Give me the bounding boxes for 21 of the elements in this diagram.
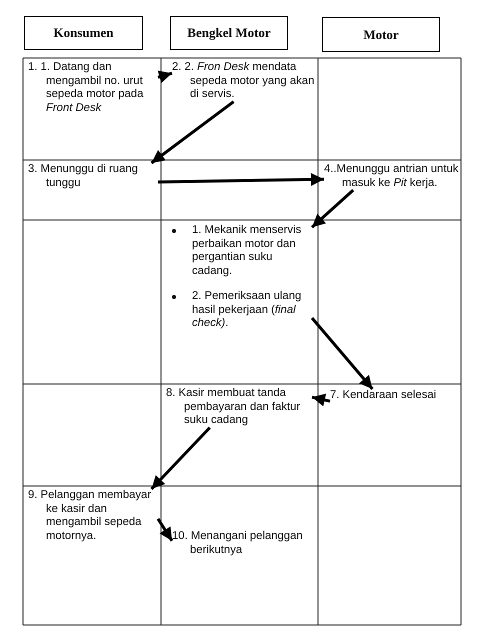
step-text: 1. Mekanik menservis perbaikan motor dan pergantian suku cadang. — [192, 224, 302, 277]
step-text: 9. Pelanggan membayar ke kasir dan mengambil sepeda motornya. — [28, 489, 158, 544]
step-text: 4..Menunggu antrian untuk masuk ke Pit kerja. — [324, 163, 470, 190]
step-text: 1. 1. Datang dan mengambil no. urut sepeda motor pada Front Desk — [28, 61, 158, 116]
lane-header: Bengkel Motor — [170, 16, 288, 50]
arrow — [150, 426, 211, 490]
arrow — [150, 100, 234, 164]
arrow — [156, 518, 174, 542]
arrow — [158, 70, 172, 84]
step-text: 2. 2. Fron Desk mendata sepeda motor yang akan di servis. — [172, 61, 326, 102]
lane-header: Motor — [322, 17, 440, 52]
step-text: 8. Kasir membuat tanda pembayaran dan faktur suku cadang — [166, 387, 312, 428]
step-text: 3. Menunggu di ruang tunggu — [28, 163, 158, 190]
arrow — [158, 172, 324, 186]
lane-header: Konsumen — [24, 16, 143, 50]
step-text: 2. Pemeriksaan ulang hasil pekerjaan (final check). — [192, 290, 302, 330]
arrow — [312, 394, 330, 406]
arrow — [310, 317, 374, 390]
arrow — [311, 188, 354, 228]
step-text: 10. Menangani pelanggan berikutnya — [172, 530, 326, 558]
step-text: 7. Kendaraan selesai — [330, 389, 436, 403]
